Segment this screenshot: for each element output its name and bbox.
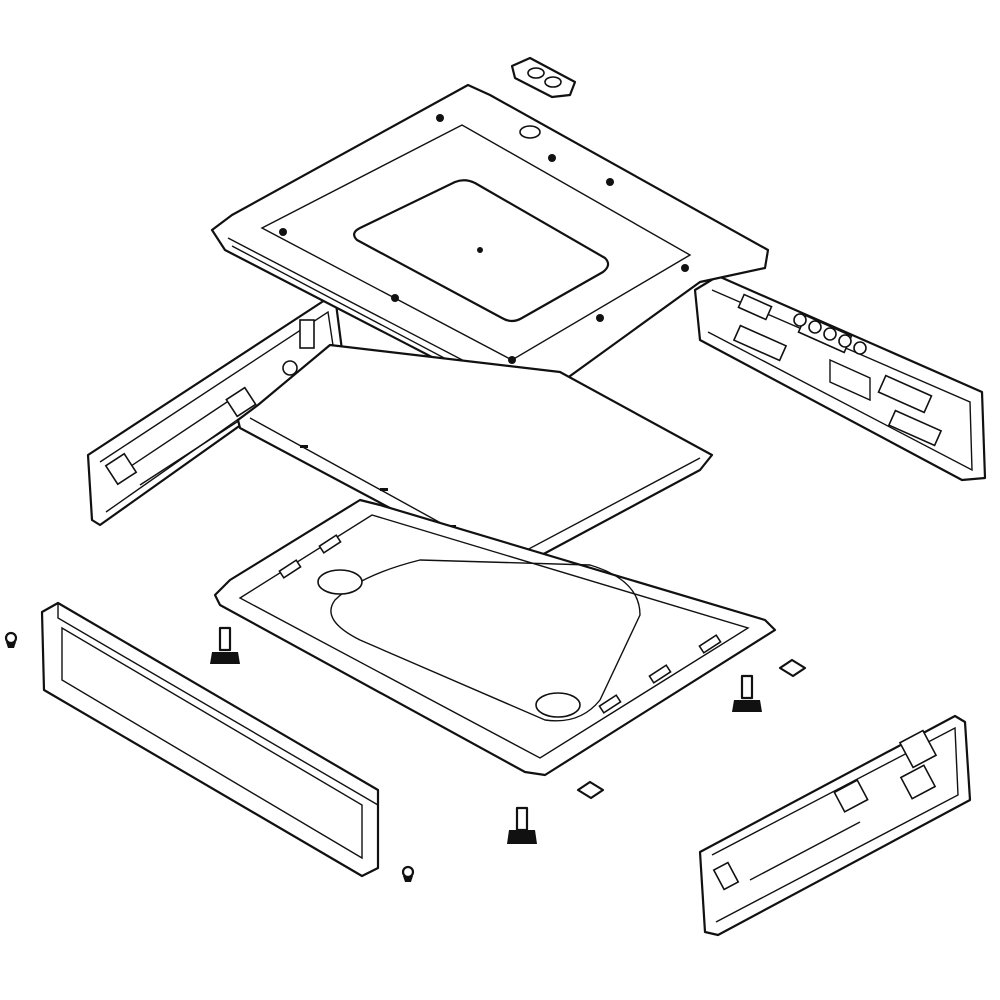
base-pan (213, 498, 777, 777)
leveling-foot (507, 806, 537, 844)
gasket (510, 56, 577, 99)
right-rear-panel (693, 274, 987, 482)
pad (576, 780, 605, 800)
leveling-foot (210, 626, 240, 664)
leveling-foot (732, 674, 762, 712)
front-frame (40, 601, 380, 878)
clip (401, 865, 415, 882)
insulation-sheet (236, 343, 714, 574)
clip (4, 631, 18, 648)
pad (778, 658, 807, 678)
right-front-panel (698, 714, 972, 937)
